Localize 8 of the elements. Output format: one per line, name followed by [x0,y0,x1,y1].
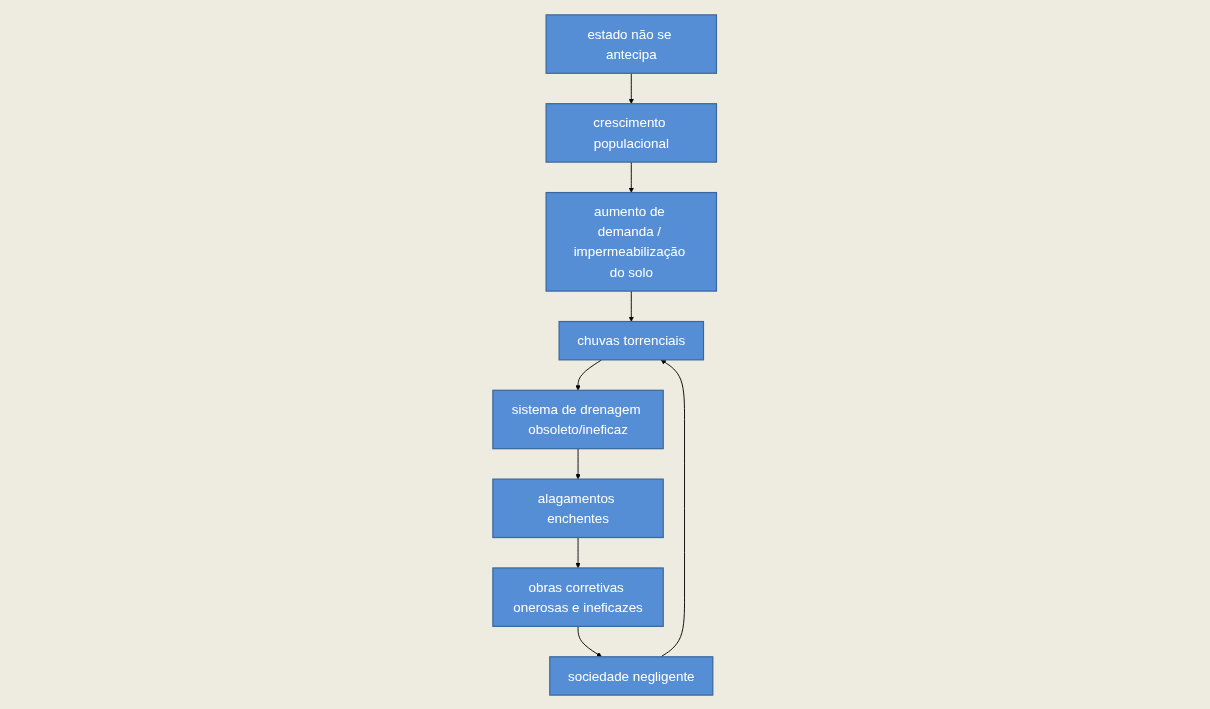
node-box: aumento de demanda / impermeabilização do solo [545,191,718,292]
node-box: estado não se antecipa [545,13,718,74]
node-box: obras corretivas onerosas e ineficazes [492,566,665,627]
node-box: chuvas torrenciais [558,320,705,360]
node-box: sistema de drenagem obsoleto/ineficaz [492,389,665,449]
node-box: crescimento populacional [545,102,718,163]
node-box: sociedade negligente [549,655,714,696]
node-box: alagamentos enchentes [492,478,665,538]
